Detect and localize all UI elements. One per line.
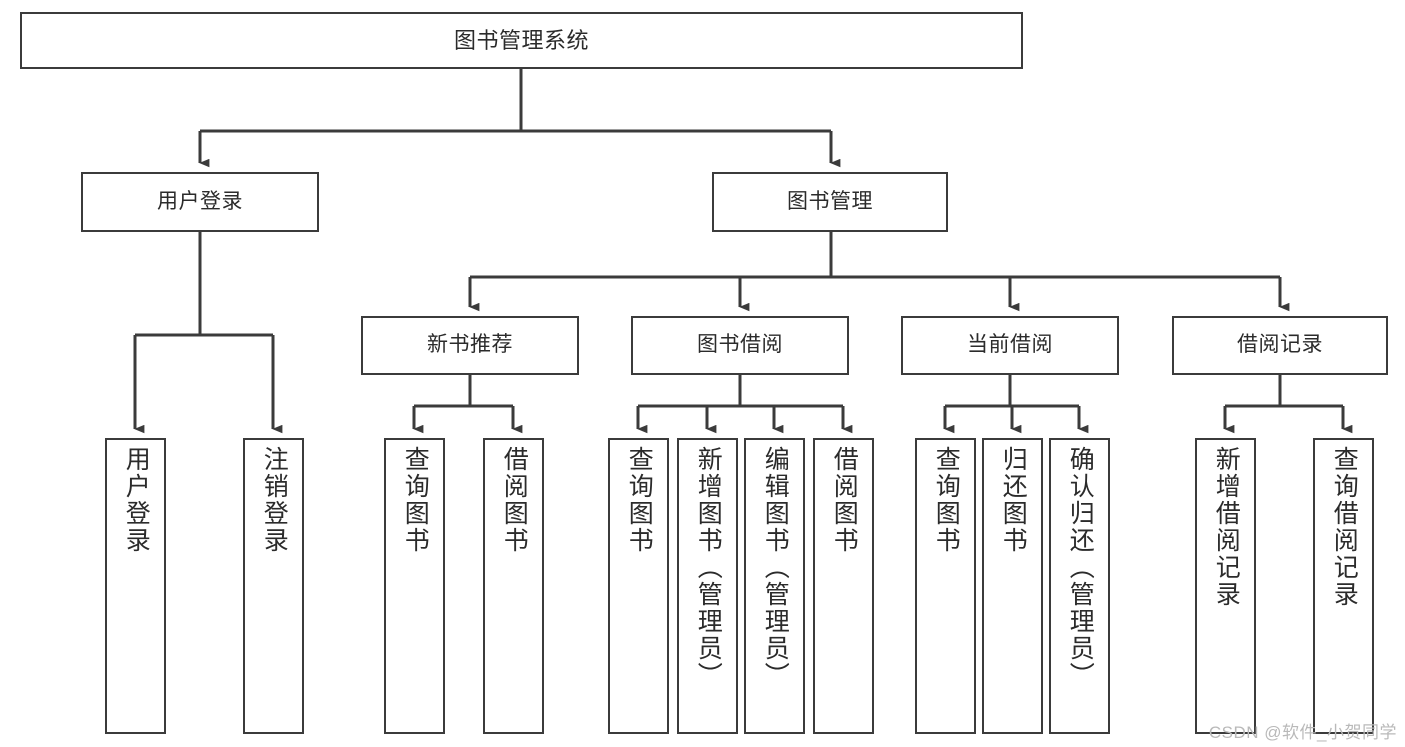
leaf-login-logout-label: 注销登录 [260,446,289,554]
node-borrow-record-label: 借阅记录 [1237,333,1323,357]
leaf-record-query-record[interactable]: 查询借阅记录 [1313,438,1374,734]
node-current-borrow[interactable]: 当前借阅 [901,316,1119,375]
leaf-login-user-login-label: 用户登录 [122,446,151,554]
leaf-current-query-book[interactable]: 查询图书 [915,438,976,734]
leaf-current-return-book[interactable]: 归还图书 [982,438,1043,734]
leaf-newbook-query-book-label: 查询图书 [401,446,430,554]
node-borrow-record[interactable]: 借阅记录 [1172,316,1388,375]
node-book-management-label: 图书管理 [787,189,873,213]
leaf-borrow-add-book-admin-label: 新增图书（管理员） [694,446,723,689]
leaf-borrow-edit-book-admin-label: 编辑图书（管理员） [761,446,790,689]
leaf-current-confirm-return-admin-label: 确认归还（管理员） [1066,446,1095,689]
node-new-book-recommend-label: 新书推荐 [427,333,513,357]
leaf-current-confirm-return-admin[interactable]: 确认归还（管理员） [1049,438,1110,734]
leaf-current-return-book-label: 归还图书 [999,446,1028,554]
leaf-current-query-book-label: 查询图书 [932,446,961,554]
leaf-newbook-query-book[interactable]: 查询图书 [384,438,445,734]
leaf-borrow-query-book-label: 查询图书 [625,446,654,554]
leaf-newbook-borrow-book-label: 借阅图书 [500,446,529,554]
node-user-login-label: 用户登录 [157,189,243,213]
watermark: CSDN @软件_小贺同学 [1208,723,1397,742]
leaf-borrow-edit-book-admin[interactable]: 编辑图书（管理员） [744,438,805,734]
leaf-borrow-borrow-book[interactable]: 借阅图书 [813,438,874,734]
leaf-borrow-borrow-book-label: 借阅图书 [830,446,859,554]
node-root-label: 图书管理系统 [453,27,589,53]
leaf-login-user-login[interactable]: 用户登录 [105,438,166,734]
leaf-borrow-query-book[interactable]: 查询图书 [608,438,669,734]
node-root[interactable]: 图书管理系统 [20,12,1023,69]
node-book-borrow-label: 图书借阅 [697,333,783,357]
node-new-book-recommend[interactable]: 新书推荐 [361,316,579,375]
leaf-borrow-add-book-admin[interactable]: 新增图书（管理员） [677,438,738,734]
leaf-login-logout[interactable]: 注销登录 [243,438,304,734]
leaf-record-add-record-label: 新增借阅记录 [1212,446,1241,608]
leaf-record-query-record-label: 查询借阅记录 [1330,446,1359,608]
node-current-borrow-label: 当前借阅 [967,333,1053,357]
leaf-record-add-record[interactable]: 新增借阅记录 [1195,438,1256,734]
node-book-borrow[interactable]: 图书借阅 [631,316,849,375]
leaf-newbook-borrow-book[interactable]: 借阅图书 [483,438,544,734]
node-user-login[interactable]: 用户登录 [81,172,319,232]
node-book-management[interactable]: 图书管理 [712,172,948,232]
